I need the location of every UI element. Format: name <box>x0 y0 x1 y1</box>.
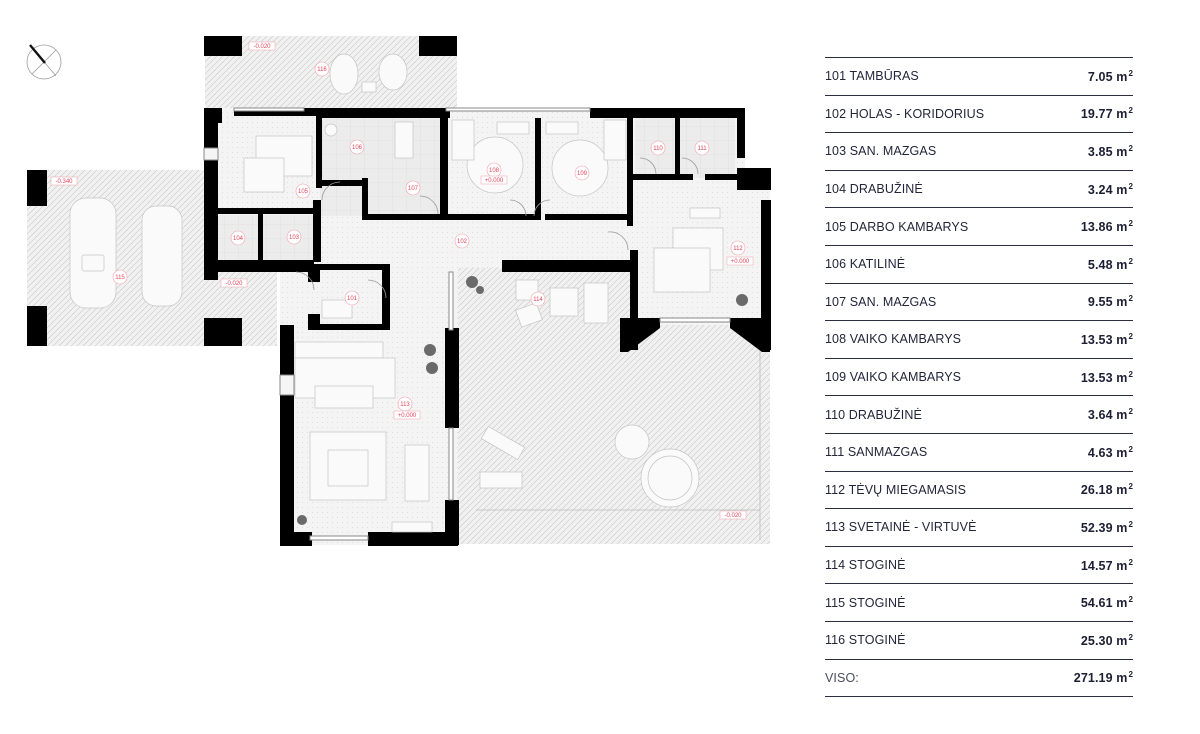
room-number-label: 106 <box>352 145 363 151</box>
room-number-label: 116 <box>317 67 327 73</box>
room-name: 110 DRABUŽINĖ <box>825 407 922 422</box>
table-row: 113 SVETAINĖ - VIRTUVĖ 52.39 m2 <box>825 508 1133 546</box>
room-area: 13.53 m2 <box>1080 369 1133 385</box>
room-number-label: 113 <box>400 402 410 408</box>
total-area: 271.19 m2 <box>1073 670 1133 686</box>
room-area: 14.57 m2 <box>1080 557 1133 573</box>
room-area: 13.86 m2 <box>1080 219 1133 235</box>
room-name: 102 HOLAS - KORIDORIUS <box>825 106 985 121</box>
room-area: 3.24 m2 <box>1087 181 1133 197</box>
room-number-label: 107 <box>408 186 419 192</box>
room-name: 112 TĖVŲ MIEGAMASIS <box>825 482 967 497</box>
level-mark-label: -0.020 <box>225 281 243 287</box>
room-number-label: 109 <box>577 171 588 177</box>
room-area: 5.48 m2 <box>1087 256 1133 272</box>
table-row: 106 KATILINĖ 5.48 m2 <box>825 244 1133 283</box>
table-row: 116 STOGINĖ 25.30 m2 <box>825 620 1133 659</box>
level-mark-label: +0.000 <box>485 178 504 184</box>
table-row: 103 SAN. MAZGAS 3.85 m2 <box>825 132 1133 170</box>
table-row: 110 DRABUŽINĖ 3.64 m2 <box>825 395 1133 433</box>
room-number-label: 111 <box>697 146 707 152</box>
room-name: 104 DRABUŽINĖ <box>825 182 923 197</box>
table-row: 108 VAIKO KAMBARYS 13.53 m2 <box>825 320 1133 358</box>
level-mark-label: -0.340 <box>55 179 73 185</box>
table-row: 105 DARBO KAMBARYS 13.86 m2 <box>825 207 1133 245</box>
room-name: 111 SANMAZGAS <box>825 445 928 460</box>
room-name: 108 VAIKO KAMBARYS <box>825 332 962 347</box>
room-name: 113 SVETAINĖ - VIRTUVĖ <box>825 520 977 535</box>
room-number-label: 102 <box>457 239 468 245</box>
north-arrow-icon <box>26 44 62 80</box>
table-row: 107 SAN. MAZGAS 9.55 m2 <box>825 282 1133 321</box>
room-name: 101 TAMBŪRAS <box>825 69 919 84</box>
room-name: 114 STOGINĖ <box>825 558 906 573</box>
room-name: 107 SAN. MAZGAS <box>825 294 937 309</box>
total-label: VISO: <box>825 670 859 685</box>
level-mark-label: -0.020 <box>724 513 742 519</box>
room-number-label: 101 <box>347 296 358 302</box>
level-mark-label: -0.020 <box>253 44 271 50</box>
floor-plan: 101 102 103 104 105 106 107 108 109 110 111 112 113 1… <box>26 36 771 546</box>
room-area: 3.85 m2 <box>1087 143 1133 159</box>
total-row: VISO: 271.19 m2 <box>825 658 1133 698</box>
room-labels: 101 102 103 104 105 106 107 108 109 110 111 112 113 1… <box>50 41 754 520</box>
room-number-label: 115 <box>115 275 125 281</box>
table-row: 101 TAMBŪRAS 7.05 m2 <box>825 57 1133 95</box>
table-row: 111 SANMAZGAS 4.63 m2 <box>825 432 1133 471</box>
table-row: 112 TĖVŲ MIEGAMASIS 26.18 m2 <box>825 470 1133 509</box>
room-area: 25.30 m2 <box>1080 632 1133 648</box>
level-mark-label: +0.000 <box>398 413 417 419</box>
room-number-label: 112 <box>733 246 743 252</box>
room-area-table: 101 TAMBŪRAS 7.05 m2 102 HOLAS - KORIDORI… <box>825 57 1133 698</box>
room-number-label: 108 <box>489 168 500 174</box>
room-name: 106 KATILINĖ <box>825 257 906 272</box>
table-row: 104 DRABUŽINĖ 3.24 m2 <box>825 169 1133 208</box>
room-number-label: 104 <box>233 236 244 242</box>
room-area: 52.39 m2 <box>1080 519 1133 535</box>
level-mark-label: +0.000 <box>731 259 750 265</box>
room-number-label: 114 <box>533 297 543 303</box>
room-area: 4.63 m2 <box>1087 444 1133 460</box>
room-name: 105 DARBO KAMBARYS <box>825 219 969 234</box>
room-area: 26.18 m2 <box>1080 482 1133 498</box>
room-area: 54.61 m2 <box>1080 595 1133 611</box>
room-name: 109 VAIKO KAMBARYS <box>825 370 962 385</box>
room-area: 19.77 m2 <box>1080 106 1133 122</box>
table-row: 115 STOGINĖ 54.61 m2 <box>825 583 1133 621</box>
room-number-label: 103 <box>289 235 300 241</box>
table-row: 102 HOLAS - KORIDORIUS 19.77 m2 <box>825 94 1133 133</box>
room-name: 103 SAN. MAZGAS <box>825 144 937 159</box>
room-area: 3.64 m2 <box>1087 407 1133 423</box>
room-name: 115 STOGINĖ <box>825 595 906 610</box>
table-row: 114 STOGINĖ 14.57 m2 <box>825 545 1133 584</box>
room-name: 116 STOGINĖ <box>825 633 906 648</box>
room-area: 7.05 m2 <box>1087 68 1133 84</box>
room-number-label: 110 <box>653 146 663 152</box>
room-area: 9.55 m2 <box>1087 294 1133 310</box>
table-row: 109 VAIKO KAMBARYS 13.53 m2 <box>825 357 1133 396</box>
room-number-label: 105 <box>298 189 309 195</box>
room-area: 13.53 m2 <box>1080 331 1133 347</box>
